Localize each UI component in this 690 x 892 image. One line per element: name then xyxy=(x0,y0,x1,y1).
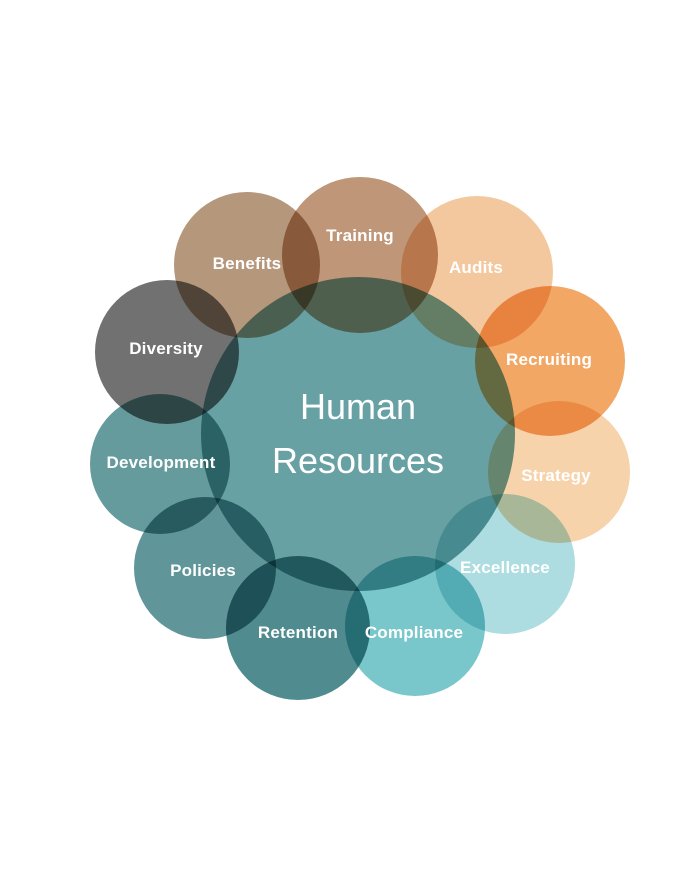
center-circle xyxy=(201,277,515,591)
